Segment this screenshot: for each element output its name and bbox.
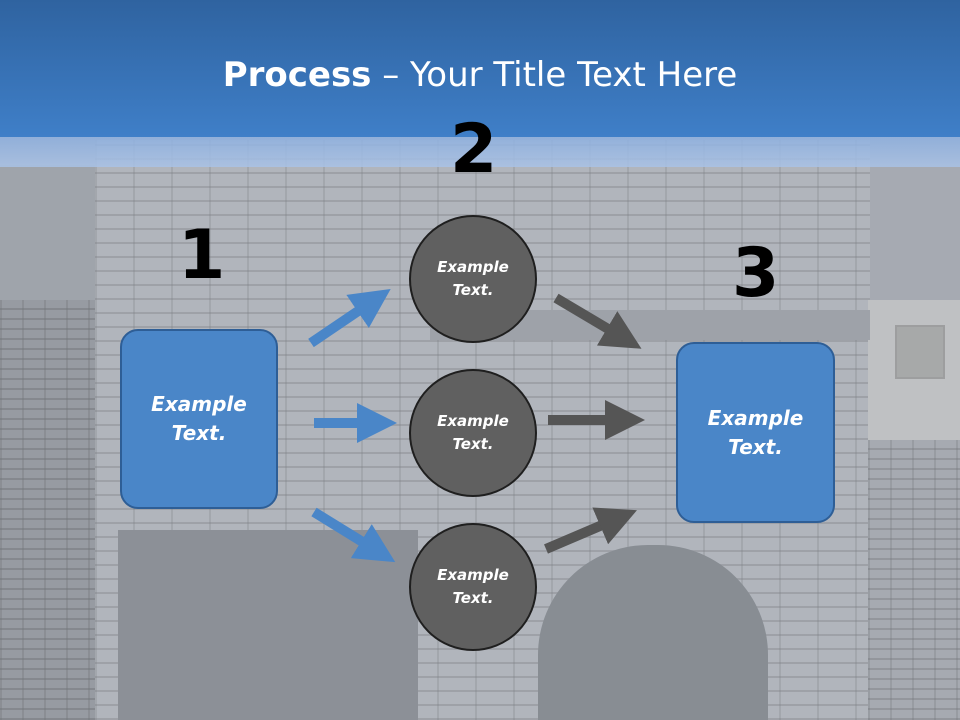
arrow-top-to-right	[553, 293, 642, 349]
circle-middle-line1: Example	[437, 412, 509, 430]
circle-bottom-line1: Example	[437, 566, 509, 584]
box-right-line2: Text.	[728, 434, 783, 459]
title-rest: – Your Title Text Here	[371, 55, 738, 95]
circle-top-line1: Example	[437, 258, 509, 276]
circle-top-line2: Text.	[452, 281, 494, 299]
circle-bottom-line2: Text.	[452, 589, 494, 607]
step-number-2: 2	[450, 110, 498, 189]
box-left-line2: Text.	[171, 421, 227, 445]
bg-window	[895, 325, 945, 379]
bg-arched-door	[538, 545, 768, 720]
arrow-left-to-bottom	[311, 507, 396, 563]
arrow-left-to-top	[308, 288, 391, 348]
bg-roof-left	[0, 165, 95, 305]
title-bar: Process – Your Title Text Here	[0, 0, 960, 137]
box-right-line1: Example	[707, 405, 804, 430]
box-left-line1: Example	[151, 392, 247, 416]
bg-brick-left	[0, 300, 95, 720]
bg-roof-right	[868, 165, 960, 300]
step-number-1: 1	[178, 216, 226, 295]
bg-brick-right	[868, 440, 960, 720]
slide-title: Process – Your Title Text Here	[0, 55, 960, 95]
arrow-bottom-to-right	[544, 507, 637, 554]
title-bold: Process	[222, 55, 372, 95]
step-number-3: 3	[732, 234, 780, 313]
circle-middle-line2: Text.	[452, 435, 494, 453]
bg-sky-band	[0, 137, 960, 167]
